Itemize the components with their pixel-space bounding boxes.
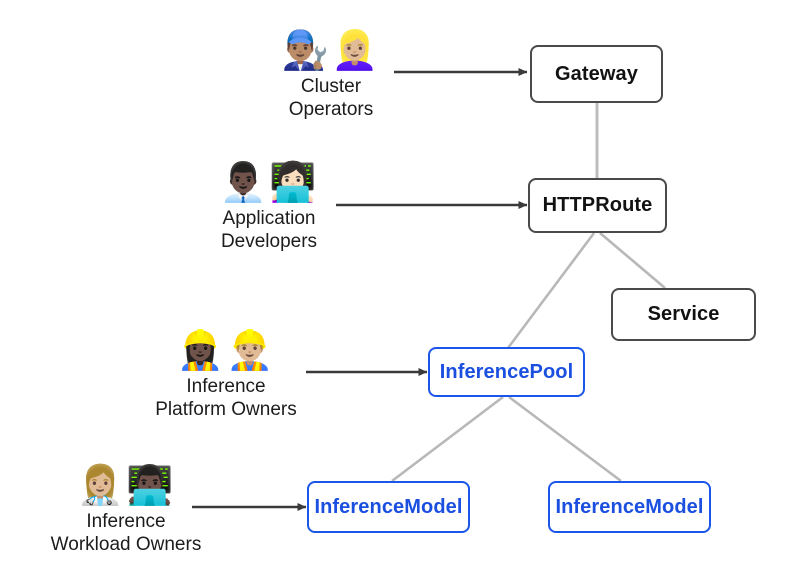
persona-application-developers: 👨🏿‍💼👩🏻‍💻 Application Developers (154, 160, 384, 253)
node-service[interactable]: Service (611, 288, 756, 341)
node-gateway[interactable]: Gateway (530, 45, 663, 103)
edge-httproute-service (599, 232, 666, 289)
node-label-gateway: Gateway (555, 62, 638, 85)
persona-label-inference-workload-owners: Inference Workload Owners (50, 511, 202, 555)
node-label-httproute: HTTPRoute (542, 194, 653, 216)
persona-cluster-operators: 👨🏽‍🔧👱🏼‍♀️ Cluster Operators (216, 28, 446, 121)
persona-label-cluster-operators: Cluster Operators (288, 76, 374, 120)
mechanic-pair-icon: 👨🏽‍🔧👱🏼‍♀️ (281, 28, 381, 72)
node-inferencemodel-right[interactable]: InferenceModel (548, 481, 711, 533)
persona-label-application-developers: Application Developers (220, 208, 318, 252)
edge-httproute-inferencepool (506, 232, 596, 349)
node-label-inferencemodel-left: InferenceModel (314, 495, 463, 518)
node-httproute[interactable]: HTTPRoute (528, 178, 667, 233)
node-label-inferencemodel-right: InferenceModel (555, 495, 704, 518)
health-worker-technologist-pair-icon: 👩🏼‍⚕️👨🏿‍💻 (76, 463, 176, 507)
edge-inferencepool-inferencemodel-right (508, 395, 622, 483)
node-label-inferencepool: InferencePool (439, 360, 574, 383)
office-worker-technologist-pair-icon: 👨🏿‍💼👩🏻‍💻 (219, 160, 319, 204)
edge-inferencepool-inferencemodel-left (391, 395, 504, 483)
node-inferencepool[interactable]: InferencePool (428, 347, 585, 397)
persona-inference-platform-owners: 👷🏿‍♀️👷🏼‍♂️ Inference Platform Owners (111, 328, 341, 421)
construction-worker-pair-icon: 👷🏿‍♀️👷🏼‍♂️ (176, 328, 276, 372)
persona-label-inference-platform-owners: Inference Platform Owners (155, 376, 297, 420)
node-inferencemodel-left[interactable]: InferenceModel (307, 481, 470, 533)
node-label-service: Service (647, 303, 720, 325)
persona-inference-workload-owners: 👩🏼‍⚕️👨🏿‍💻 Inference Workload Owners (11, 463, 241, 556)
